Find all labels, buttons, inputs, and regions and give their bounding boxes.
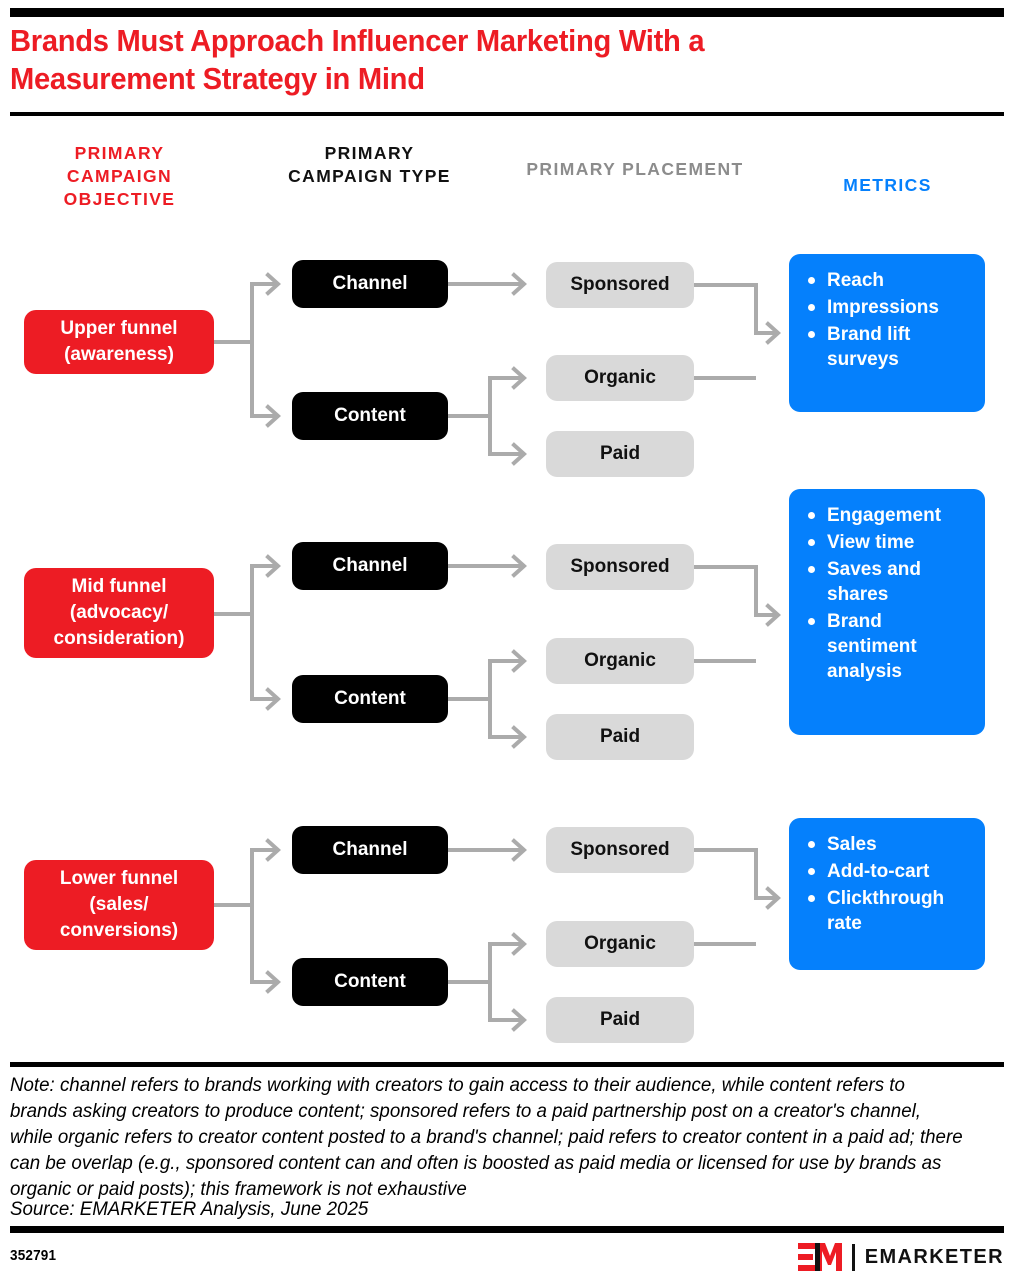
metric-item: Clickthrough rate [801, 886, 975, 936]
campaign-type-content: Content [292, 958, 448, 1006]
campaign-type-content: Content [292, 392, 448, 440]
metric-item: Reach [801, 268, 975, 293]
placement-sponsored: Sponsored [546, 262, 694, 308]
metric-item: Saves and shares [801, 557, 975, 607]
placement-paid: Paid [546, 997, 694, 1043]
page-title: Brands Must Approach Influencer Marketin… [10, 23, 705, 96]
column-header-metrics: METRICS [843, 175, 932, 195]
metric-item: Engagement [801, 503, 975, 528]
objective-box-mid: Mid funnel (advocacy/ consideration) [24, 568, 214, 658]
campaign-type-channel: Channel [292, 260, 448, 308]
connector-lines-row-upper [214, 272, 781, 466]
metric-item: Brand sentiment analysis [801, 609, 975, 684]
funnel-row-lower: Lower funnel (sales/ conversions) Channe… [0, 788, 1014, 1058]
logo-divider [851, 1243, 855, 1271]
metrics-list: Reach Impressions Brand lift surveys [801, 268, 975, 372]
placement-organic: Organic [546, 638, 694, 684]
metric-item: Sales [801, 832, 975, 857]
chart-id: 352791 [10, 1247, 57, 1264]
placement-organic: Organic [546, 921, 694, 967]
source-text: Source: EMARKETER Analysis, June 2025 [10, 1198, 369, 1220]
column-header-objective: PRIMARY CAMPAIGN OBJECTIVE [63, 143, 176, 209]
campaign-type-channel: Channel [292, 542, 448, 590]
metrics-box-upper: Reach Impressions Brand lift surveys [789, 254, 985, 412]
metric-item: View time [801, 530, 975, 555]
emarketer-logo: EMARKETER [797, 1242, 1004, 1272]
metrics-list: Engagement View time Saves and shares Br… [801, 503, 975, 684]
title-underline-rule [10, 112, 1004, 116]
top-rule [10, 8, 1004, 17]
campaign-type-channel: Channel [292, 826, 448, 874]
funnel-row-upper: Upper funnel (awareness) Channel Content… [0, 240, 1014, 488]
note-top-rule [10, 1062, 1004, 1067]
objective-box-lower: Lower funnel (sales/ conversions) [24, 860, 214, 950]
column-header-placement: PRIMARY PLACEMENT [526, 159, 744, 179]
metric-item: Brand lift surveys [801, 322, 975, 372]
metrics-box-lower: Sales Add-to-cart Clickthrough rate [789, 818, 985, 970]
note-bottom-rule [10, 1226, 1004, 1233]
placement-paid: Paid [546, 714, 694, 760]
placement-sponsored: Sponsored [546, 544, 694, 590]
objective-box-upper: Upper funnel (awareness) [24, 310, 214, 374]
metric-item: Add-to-cart [801, 859, 975, 884]
em-logomark-icon [797, 1243, 842, 1271]
connector-lines-row-mid [214, 554, 781, 749]
metric-item: Impressions [801, 295, 975, 320]
connector-lines-row-lower [214, 838, 781, 1032]
placement-paid: Paid [546, 431, 694, 477]
column-header-campaign-type: PRIMARY CAMPAIGN TYPE [288, 143, 451, 186]
metrics-list: Sales Add-to-cart Clickthrough rate [801, 832, 975, 936]
placement-sponsored: Sponsored [546, 827, 694, 873]
metrics-box-mid: Engagement View time Saves and shares Br… [789, 489, 985, 735]
placement-organic: Organic [546, 355, 694, 401]
funnel-row-mid: Mid funnel (advocacy/ consideration) Cha… [0, 488, 1014, 788]
campaign-type-content: Content [292, 675, 448, 723]
logo-wordmark: EMARKETER [864, 1245, 1004, 1268]
note-text: Note: channel refers to brands working w… [10, 1074, 963, 1200]
